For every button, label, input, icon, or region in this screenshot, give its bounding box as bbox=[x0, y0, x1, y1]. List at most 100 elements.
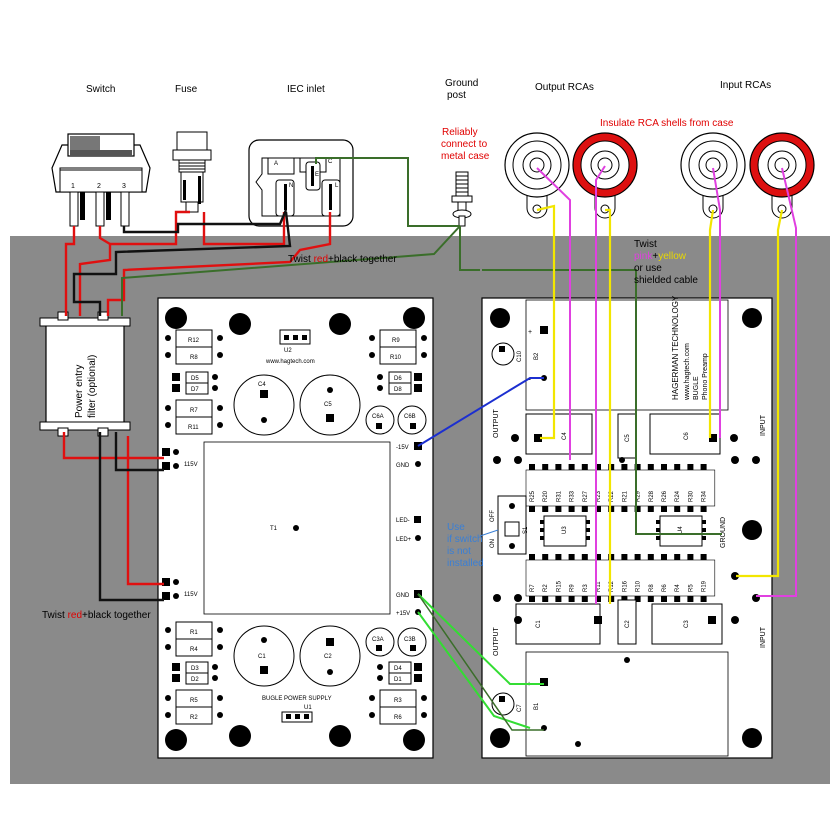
preamp-b2: B2 bbox=[534, 352, 540, 360]
pink-wires bbox=[536, 165, 797, 604]
resistor-pad bbox=[674, 464, 681, 470]
psu-115v-top: 115V bbox=[184, 462, 198, 468]
use-switch-line3: is not bbox=[447, 546, 471, 557]
preamp-b2-minus: − bbox=[527, 377, 531, 384]
psu-neg15v: -15V bbox=[396, 445, 409, 451]
resistor-pad bbox=[608, 506, 615, 512]
iec-label-c: C bbox=[328, 159, 333, 165]
power-entry-filter: Power entry filter (optional) bbox=[39, 311, 131, 437]
resistor-pad bbox=[529, 596, 535, 602]
ground-post-label-line1: Ground bbox=[445, 78, 478, 89]
resistor-pad bbox=[595, 464, 601, 470]
preamp-off: OFF bbox=[490, 510, 496, 522]
preamp-c3: C3 bbox=[684, 620, 690, 628]
resistor-label: R27 bbox=[583, 490, 589, 502]
resistor-pad bbox=[529, 506, 535, 512]
resistor-pad bbox=[581, 596, 588, 602]
resistor-pad bbox=[595, 596, 601, 602]
reliably-label-line1: Reliably bbox=[442, 127, 478, 138]
preamp-on: ON bbox=[490, 539, 496, 548]
resistor-pad bbox=[542, 596, 549, 602]
resistor-pad bbox=[555, 464, 562, 470]
psu-pos15v: +15V bbox=[396, 611, 410, 617]
resistor-pad bbox=[674, 506, 681, 512]
resistor-label: R25 bbox=[530, 490, 536, 502]
preamp-ground: GROUND bbox=[720, 517, 727, 548]
resistor-pad bbox=[608, 554, 615, 560]
resistor-pad bbox=[687, 554, 694, 560]
fuse-label: Fuse bbox=[175, 84, 198, 95]
twist-pink-line1: Twist bbox=[634, 239, 657, 250]
twist-pink-line2: pink+yellow bbox=[634, 251, 687, 262]
psu-gnd-bottom: GND bbox=[396, 593, 410, 599]
input-rca-white bbox=[680, 132, 746, 219]
preamp-u3: U3 bbox=[562, 526, 568, 534]
iec-label-n: N bbox=[289, 183, 293, 189]
preamp-output-top: OUTPUT bbox=[493, 409, 500, 439]
resistor-label: R7 bbox=[530, 584, 536, 592]
green-wires bbox=[121, 157, 722, 535]
psu-r7: R7 bbox=[190, 408, 198, 414]
psu-r11: R11 bbox=[188, 425, 199, 431]
resistor-pad bbox=[687, 596, 694, 602]
preamp-subtitle: Phono Preamp bbox=[702, 353, 709, 400]
psu-r9: R9 bbox=[392, 338, 400, 344]
resistor-label: R31 bbox=[556, 490, 562, 502]
resistor-pad bbox=[608, 596, 615, 602]
preamp-c7: C7 bbox=[517, 704, 523, 712]
switch-pin-1: 1 bbox=[71, 183, 75, 190]
resistor-pad bbox=[661, 464, 667, 470]
resistor-label: R10 bbox=[636, 580, 642, 592]
resistor-band bbox=[525, 559, 716, 597]
psu-u2: U2 bbox=[284, 348, 292, 354]
resistor-pad bbox=[621, 596, 628, 602]
resistor-label: R33 bbox=[570, 490, 576, 502]
preamp-b2-plus: + bbox=[528, 329, 532, 336]
resistor-pad bbox=[634, 464, 641, 470]
resistor-pad bbox=[661, 554, 667, 560]
resistor-pad bbox=[647, 506, 654, 512]
resistor-pad bbox=[700, 596, 707, 602]
ground-post-label-line2: post bbox=[447, 90, 466, 101]
resistor-pad bbox=[674, 596, 681, 602]
psu-r8: R8 bbox=[190, 355, 198, 361]
lime-wires bbox=[417, 593, 544, 729]
resistor-pad bbox=[595, 554, 601, 560]
resistor-label: R3 bbox=[583, 584, 589, 592]
insulate-label: Insulate RCA shells from case bbox=[600, 118, 734, 129]
twist-note-top: Twist red+black together bbox=[288, 254, 397, 265]
use-switch-line1: Use bbox=[447, 522, 465, 533]
filter-label-line2: filter (optional) bbox=[87, 355, 98, 418]
resistor-pad bbox=[568, 554, 575, 560]
psu-c4: C4 bbox=[258, 382, 266, 388]
resistor-pad bbox=[647, 596, 654, 602]
reliably-label-line2: connect to bbox=[441, 139, 488, 150]
psu-d3: D3 bbox=[191, 666, 199, 672]
preamp-brand: HAGERMAN TECHNOLOGY bbox=[671, 295, 680, 400]
iec-label-e: E bbox=[315, 172, 319, 178]
resistor-pad bbox=[595, 506, 601, 512]
preamp-c2: C2 bbox=[625, 620, 631, 628]
preamp-u4: U4 bbox=[678, 526, 684, 534]
filter-label-line1: Power entry bbox=[74, 365, 85, 418]
psu-r10: R10 bbox=[390, 355, 402, 361]
psu-c1: C1 bbox=[258, 654, 266, 660]
input-rcas-label: Input RCAs bbox=[720, 80, 771, 91]
resistor-pad bbox=[700, 506, 707, 512]
psu-d4: D4 bbox=[394, 666, 402, 672]
resistor-label: R26 bbox=[662, 490, 668, 502]
psu-d8: D8 bbox=[394, 387, 402, 393]
preamp-c4: C4 bbox=[562, 432, 568, 440]
resistor-label: R30 bbox=[688, 490, 694, 502]
preamp-output-bottom: OUTPUT bbox=[493, 627, 500, 657]
resistor-pad bbox=[700, 464, 707, 470]
resistor-pad bbox=[647, 464, 654, 470]
iec-label-l: L bbox=[335, 183, 339, 189]
resistor-label: R16 bbox=[622, 580, 628, 592]
twist-note-bottom: Twist red+black together bbox=[42, 610, 151, 621]
reliably-label-line3: metal case bbox=[441, 151, 490, 162]
